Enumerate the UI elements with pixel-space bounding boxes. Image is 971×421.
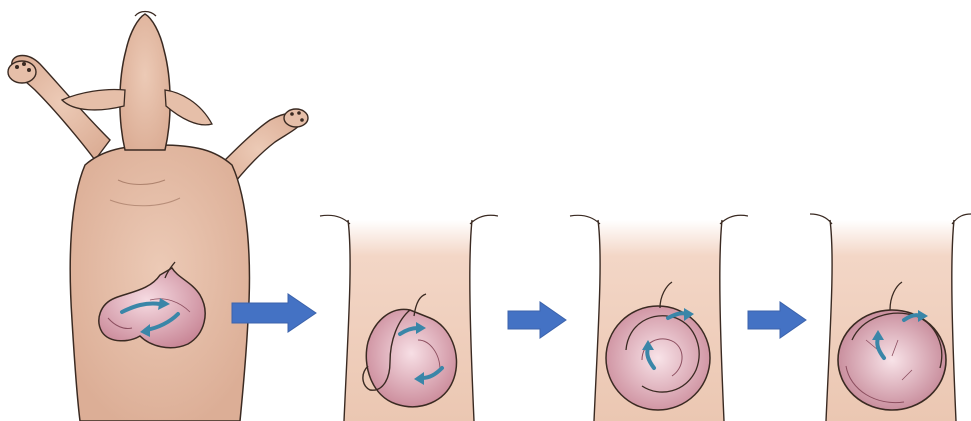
- abdomen-partial-volvulus: [568, 190, 748, 421]
- right-arrow-icon: [506, 300, 568, 340]
- right-arrow-icon: [746, 300, 808, 340]
- stomach-twisting: [606, 306, 710, 410]
- right-arrow-icon: [228, 292, 320, 334]
- right-paw: [284, 109, 308, 127]
- dog-ventral-view: [0, 0, 320, 421]
- dog-head: [120, 14, 170, 150]
- left-paw: [8, 61, 36, 83]
- abdomen-early-rotation: [318, 190, 498, 421]
- abdomen-complete-volvulus: [806, 190, 971, 421]
- right-ear: [165, 90, 212, 125]
